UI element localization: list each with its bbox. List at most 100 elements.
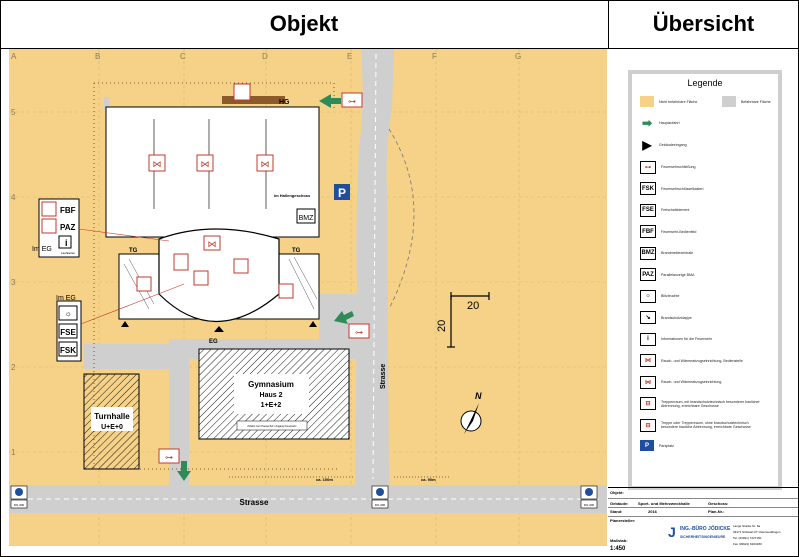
- stand-value: 2016: [648, 509, 657, 514]
- legend-item: P Parkplatz: [640, 440, 674, 451]
- ersteller-label: Planersteller:: [610, 518, 636, 523]
- sports-hall-building: [105, 106, 320, 238]
- legend-item: Befahrbare Fläche: [722, 96, 771, 107]
- objekt-header: Objekt: [0, 0, 609, 49]
- legend-symbol-icon: ▶: [640, 138, 654, 152]
- legend-symbol-icon: ↘: [640, 311, 656, 324]
- eg-label: EG: [209, 339, 218, 345]
- firm-address-2: 39171 Sülzetal OT Osterweddingen: [733, 530, 781, 534]
- plan-nr-label: Plan-Nr.:: [708, 509, 725, 514]
- firm-logo: J: [668, 524, 676, 540]
- grid-col-label: D: [262, 52, 268, 61]
- legend-label: Rauch- und Wärmeabzugseinrichtung, Bedie…: [661, 358, 743, 363]
- svg-text:DN 300: DN 300: [375, 503, 386, 507]
- grid-col-label: G: [515, 52, 521, 61]
- svg-text:1+E+2: 1+E+2: [261, 402, 282, 409]
- distance-label-2: ca. 90m: [421, 477, 436, 482]
- legend-item: FSK Feuerwehrschlüsselkasten: [640, 182, 704, 195]
- grid-row-label: 4: [11, 193, 16, 202]
- legend-label: Hauptzufahrt: [659, 121, 680, 125]
- legend-item: ⊟Treppe oder Treppenraum, ohne brandschu…: [640, 418, 761, 432]
- svg-text:DN 300: DN 300: [14, 503, 25, 507]
- legend-item: FBF Feuerwehr-Bedienfeld: [640, 225, 696, 238]
- massstab-value: 1:450: [610, 546, 626, 552]
- legend-item: FSE Freischaltelement: [640, 203, 690, 217]
- legend-label: Feuerwehrschließung: [661, 165, 696, 169]
- legend-item: Nicht befahrbare Fläche: [640, 96, 697, 107]
- north-arrow-icon: [460, 403, 482, 434]
- firm-address-4: Fax (03921) 6203180: [733, 542, 762, 546]
- road-label-horizontal: Strasse: [240, 498, 269, 507]
- objekt-label: Objekt:: [610, 490, 624, 495]
- legend-label: Feuerwehr-Bedienfeld: [661, 229, 697, 234]
- smoke-vent-symbols: [148, 154, 274, 251]
- legend-symbol-icon: ⊟: [640, 397, 656, 410]
- svg-text:⊶: ⊶: [355, 328, 363, 337]
- legend-symbol-icon: FSK: [640, 182, 656, 195]
- fsk-label: FSK: [60, 346, 76, 355]
- legend-symbol-icon: FBF: [640, 225, 656, 238]
- legend-title: Legende: [687, 78, 723, 88]
- main-access-arrows: [177, 94, 354, 481]
- svg-text:U+E+0: U+E+0: [101, 424, 123, 431]
- legend-item: ⋈ Rauch- und Wärmeabzugseinrichtung: [640, 375, 722, 389]
- legend-symbol-icon: ➡: [640, 116, 654, 130]
- legend-label: Blitzleuchte: [661, 294, 680, 298]
- svg-text:DN 300: DN 300: [584, 503, 595, 507]
- legend-label: Feuerwehrschlüsselkasten: [661, 186, 704, 191]
- fire-panel-group: [38, 198, 80, 258]
- svg-text:⋈: ⋈: [261, 159, 270, 169]
- legend-symbol-icon: i: [640, 332, 656, 346]
- svg-text:Haus 2: Haus 2: [260, 392, 283, 399]
- legend-symbol-icon: [722, 96, 736, 107]
- legend-label: Befahrbare Fläche: [741, 99, 771, 104]
- legend-symbol-icon: P: [640, 440, 654, 451]
- svg-text:⊶: ⊶: [165, 453, 173, 462]
- legend-label: Informationen für die Feuerwehr: [661, 337, 713, 341]
- firm-address-3: Tel. (03921) 7227160: [733, 536, 762, 540]
- legend-panel: Legende Nicht befahrbare Fläche Befahrbar…: [628, 70, 782, 490]
- legend-symbol-icon: ⋈: [640, 354, 656, 367]
- legend-symbol-icon: ⊶: [640, 160, 656, 174]
- im-eg-label-1: Im EG: [32, 246, 52, 253]
- legend-label: Brandschutzklappe: [661, 315, 692, 320]
- tg-label-left: TG: [129, 248, 138, 254]
- firm-address-1: Lange Stücke Nr. 6a: [733, 524, 761, 528]
- distance-label-1: ca. 100m: [316, 477, 333, 482]
- legend-label: Brandmeldezentrale: [661, 251, 694, 255]
- legend-item: ↘ Brandschutzklappe: [640, 311, 692, 324]
- svg-text:☼: ☼: [64, 309, 71, 318]
- gebaeude-label: Gebäude:: [610, 501, 629, 506]
- legend-item: ⊟Treppenraum, mit brandschutztechnisch b…: [640, 397, 761, 410]
- legend-item: i Informationen für die Feuerwehr: [640, 332, 713, 346]
- scale-indicator: [447, 292, 490, 348]
- gymnasium-note: Zufahrt zum Pausenhof / Zugang Feuerwehr: [247, 425, 296, 428]
- legend-label: Parkplatz: [659, 443, 674, 448]
- legend-label: Freischaltelement: [661, 208, 690, 212]
- grid-col-label: B: [95, 52, 100, 61]
- svg-text:⋈: ⋈: [153, 159, 162, 169]
- svg-text:⊶: ⊶: [348, 97, 356, 106]
- svg-text:N: N: [475, 391, 482, 401]
- legend-label: Rauch- und Wärmeabzugseinrichtung: [661, 380, 722, 384]
- legend-symbol-icon: ⋈: [640, 375, 656, 389]
- legend-symbol-icon: [640, 96, 654, 107]
- legend-item: ⊶ Feuerwehrschließung: [640, 160, 696, 174]
- grid-col-label: F: [432, 52, 437, 61]
- legend-symbol-icon: FSE: [640, 203, 656, 217]
- parking-icon: P: [338, 186, 346, 200]
- legend-symbol-icon: BMZ: [640, 246, 656, 260]
- grid-col-label: E: [347, 52, 352, 61]
- title-block: Objekt: Gebäude: Sport- und Mehrzweckhal…: [608, 487, 798, 556]
- info-icon: i: [65, 238, 68, 248]
- hg-label: HG: [279, 99, 290, 106]
- bmz-label: BMZ: [299, 215, 315, 222]
- legend-symbol-icon: ☼: [640, 289, 656, 303]
- scale-label-v: 20: [436, 320, 448, 332]
- uebersicht-header: Übersicht: [609, 0, 798, 49]
- grid-labels: A B C D E F G 5 4 3 2 1: [11, 52, 521, 457]
- tg-label-right: TG: [292, 248, 301, 254]
- fbf-label: FBF: [60, 206, 76, 215]
- legend-label: Gebäudeeingang: [659, 142, 687, 147]
- geschoss-label: Geschoss:: [708, 501, 729, 506]
